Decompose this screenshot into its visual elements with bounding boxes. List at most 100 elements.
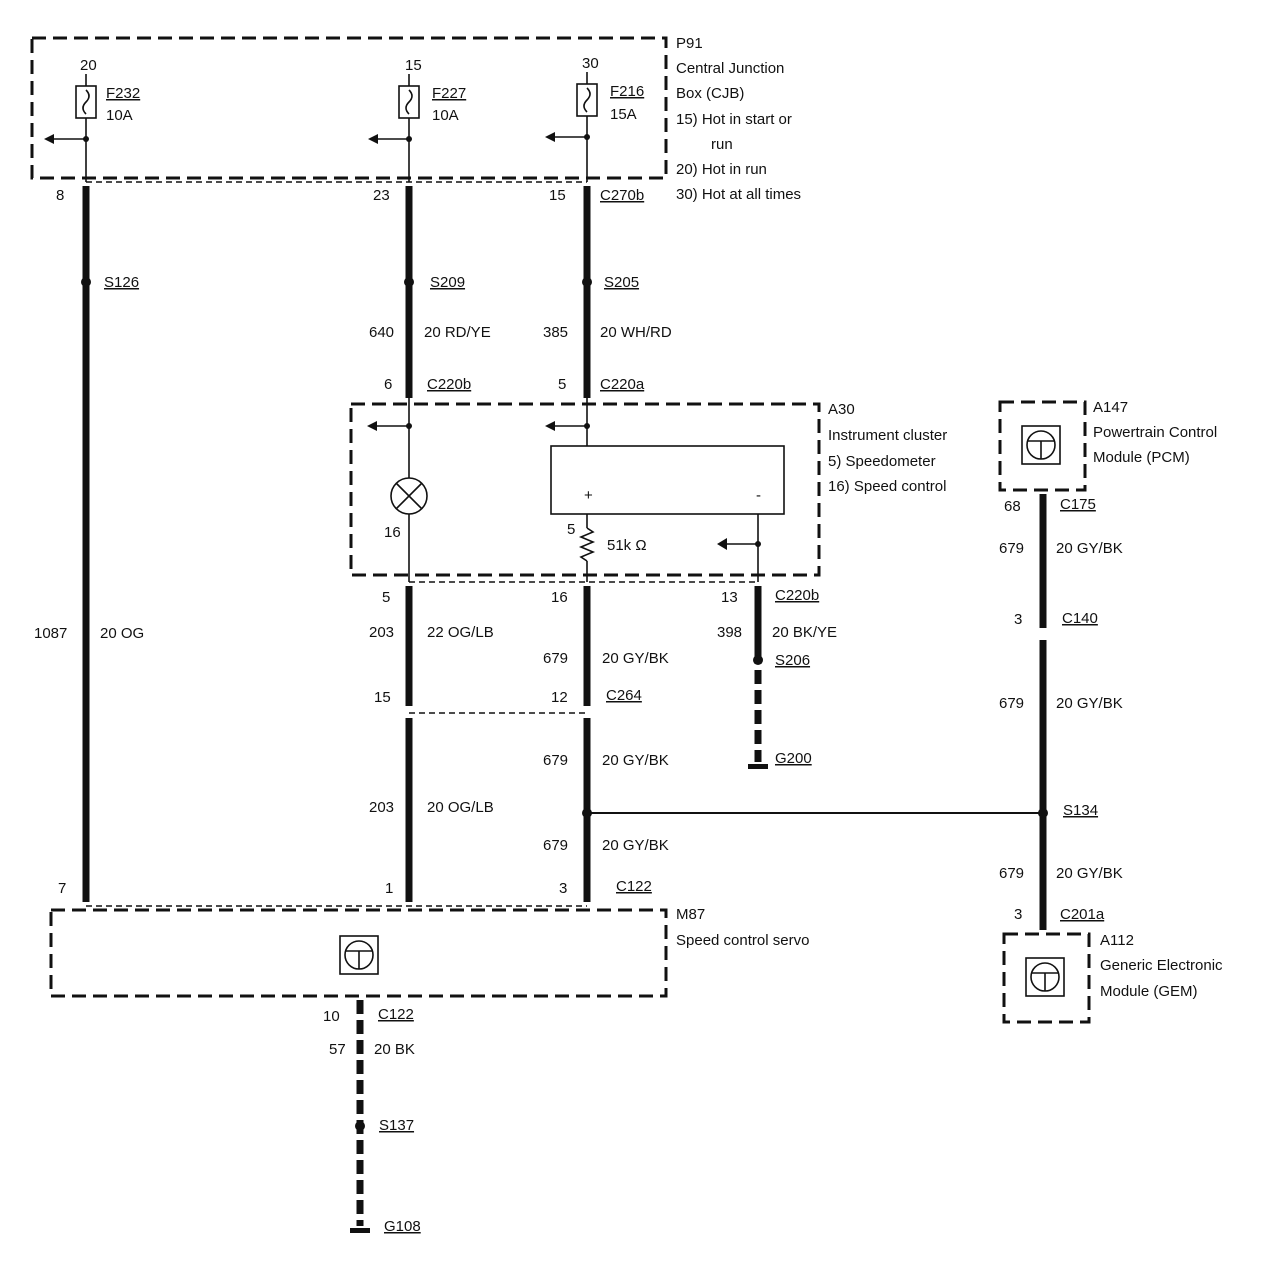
wire-679a-spec: 20 GY/BK: [602, 650, 669, 667]
pcm-module: A147 Powertrain Control Module (PCM): [998, 399, 1217, 492]
arrow-left-icon: [367, 421, 377, 431]
gem-outline: [1002, 932, 1091, 1024]
ground-g200: G200: [775, 750, 812, 767]
fuse-f232-terminal: 20: [80, 57, 97, 74]
c220b-label: C220b: [427, 376, 471, 393]
splice-s205-label: S205: [604, 274, 639, 291]
fuse-f227-terminal: 15: [405, 57, 422, 74]
arrow-left-icon: [545, 421, 555, 431]
fuse-f216-id: F216: [610, 83, 644, 100]
servo-pin-7: 7: [58, 880, 66, 897]
splice-s137: [355, 1121, 365, 1131]
wire-57-spec: 20 BK: [374, 1041, 415, 1058]
splice-dot: [582, 808, 592, 818]
cjb-id: P91: [676, 35, 703, 52]
wire-203b-spec: 20 OG/LB: [427, 799, 494, 816]
c220a-pin-5: 5: [558, 376, 566, 393]
servo-outline: [49, 908, 668, 998]
arrow-left-icon: [44, 134, 54, 144]
splice-s206: [753, 655, 763, 665]
cjb-note-1a: 15) Hot in start or: [676, 111, 792, 128]
wire-203b-circuit: 203: [369, 799, 394, 816]
pcm-pin-68: 68: [1004, 498, 1021, 515]
arrow-left-icon: [717, 538, 727, 550]
c270b-label: C270b: [600, 187, 644, 204]
arrow-left-icon: [368, 134, 378, 144]
gem-id: A112: [1100, 932, 1134, 949]
cluster-out-pin-13: 13: [721, 589, 738, 606]
pcm-outline: [998, 400, 1087, 492]
cluster-outline: [349, 402, 821, 577]
gem-c201a: C201a: [1060, 906, 1105, 923]
ground-icon: [748, 764, 768, 769]
pcm-name-1: Powertrain Control: [1093, 424, 1217, 441]
splice-s205: [582, 277, 592, 287]
fuse-f227-id: F227: [432, 85, 466, 102]
ground-icon: [350, 1228, 370, 1233]
splice-s126: [81, 277, 91, 287]
splice-s134-label: S134: [1063, 802, 1098, 819]
wire-640-spec: 20 RD/YE: [424, 324, 491, 341]
splice-s209: [404, 277, 414, 287]
wire-1087-spec: 20 OG: [100, 625, 144, 642]
wire-679c-circuit: 679: [543, 837, 568, 854]
wire-640-circuit: 640: [369, 324, 394, 341]
speed-control-servo: M87 Speed control servo: [49, 906, 809, 998]
wire-385-spec: 20 WH/RD: [600, 324, 672, 341]
c140-label: C140: [1062, 610, 1098, 627]
fuse-f216-rating: 15A: [610, 106, 637, 123]
wire-679d-circuit: 679: [999, 540, 1024, 557]
cluster-out-pin-16: 16: [551, 589, 568, 606]
wire-1087-circuit: 1087: [34, 625, 67, 642]
splice-s134: [1038, 808, 1048, 818]
ground-g108: G108: [384, 1218, 421, 1235]
module-icon: [1021, 425, 1061, 465]
cluster-name: Instrument cluster: [828, 427, 947, 444]
wire-679c-spec: 20 GY/BK: [602, 837, 669, 854]
c220a-label: C220a: [600, 376, 645, 393]
servo-pin-3: 3: [559, 880, 567, 897]
wire-57-circuit: 57: [329, 1041, 346, 1058]
servo-name: Speed control servo: [676, 932, 809, 949]
module-icon: [339, 935, 379, 975]
cjb-name-2: Box (CJB): [676, 85, 744, 102]
gem-name-2: Module (GEM): [1100, 983, 1198, 1000]
resistor-icon: [578, 527, 596, 562]
resistor-value: 51k Ω: [607, 537, 647, 554]
wire-398-spec: 20 BK/YE: [772, 624, 837, 641]
wire-679d-spec: 20 GY/BK: [1056, 540, 1123, 557]
servo-out-pin-10: 10: [323, 1008, 340, 1025]
cluster-out-conn: C220b: [775, 587, 819, 604]
servo-out-c122: C122: [378, 1006, 414, 1023]
cjb-outline: [30, 36, 668, 180]
wire-398-circuit: 398: [717, 624, 742, 641]
wire-203a-circuit: 203: [369, 624, 394, 641]
c140-pin-3: 3: [1014, 611, 1022, 628]
gem-name-1: Generic Electronic: [1100, 957, 1223, 974]
wire-203a-spec: 22 OG/LB: [427, 624, 494, 641]
splice-s206-label: S206: [775, 652, 810, 669]
c270b-pin-23: 23: [373, 187, 390, 204]
c264-label: C264: [606, 687, 642, 704]
module-icon: [1025, 957, 1065, 997]
servo-pin-1: 1: [385, 880, 393, 897]
wire-679b-spec: 20 GY/BK: [602, 752, 669, 769]
wire-679e-spec: 20 GY/BK: [1056, 695, 1123, 712]
gem-pin-3: 3: [1014, 906, 1022, 923]
c270b-pin-8: 8: [56, 187, 64, 204]
c264-pin-12: 12: [551, 689, 568, 706]
c220b-pin-6: 6: [384, 376, 392, 393]
cjb-box: P91 Central Junction Box (CJB) 15) Hot i…: [30, 35, 801, 203]
wire-679b-circuit: 679: [543, 752, 568, 769]
speedometer-minus: -: [756, 487, 761, 504]
fuse-f227: 15 F227 10A: [368, 57, 466, 182]
cjb-note-2: 20) Hot in run: [676, 161, 767, 178]
wire-679a-circuit: 679: [543, 650, 568, 667]
pcm-name-2: Module (PCM): [1093, 449, 1190, 466]
cluster-note-1: 5) Speedometer: [828, 453, 936, 470]
speedometer-module: [550, 445, 785, 515]
cjb-note-3: 30) Hot at all times: [676, 186, 801, 203]
cluster-out-pin-5: 5: [382, 589, 390, 606]
splice-s126-label: S126: [104, 274, 139, 291]
